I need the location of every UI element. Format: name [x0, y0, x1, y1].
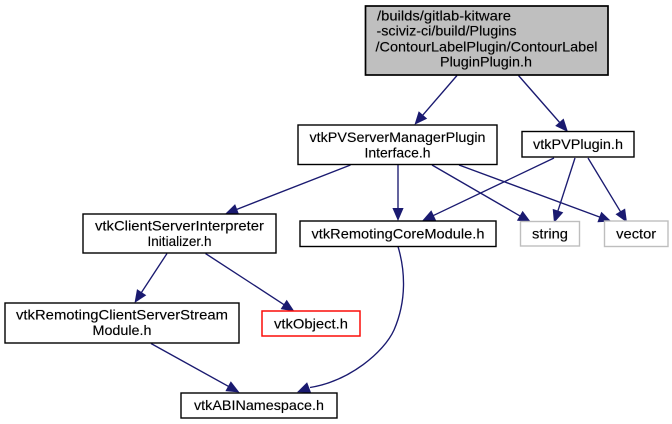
- svg-text:-sciviz-ci/build/Plugins: -sciviz-ci/build/Plugins: [377, 23, 517, 39]
- svg-text:/ContourLabelPlugin/ContourLab: /ContourLabelPlugin/ContourLabel: [376, 38, 598, 54]
- svg-text:vtkRemotingCoreModule.h: vtkRemotingCoreModule.h: [312, 226, 485, 242]
- svg-text:/builds/gitlab-kitware: /builds/gitlab-kitware: [377, 7, 511, 23]
- svg-text:string: string: [532, 226, 568, 242]
- svg-text:Interface.h: Interface.h: [365, 144, 431, 160]
- svg-text:vtkRemotingClientServerStream: vtkRemotingClientServerStream: [16, 306, 228, 322]
- svg-text:PluginPlugin.h: PluginPlugin.h: [440, 54, 532, 70]
- svg-text:vtkClientServerInterpreter: vtkClientServerInterpreter: [95, 217, 264, 233]
- svg-text:Initializer.h: Initializer.h: [148, 233, 212, 249]
- svg-text:vtkABINamespace.h: vtkABINamespace.h: [194, 397, 324, 413]
- svg-text:vector: vector: [616, 226, 656, 242]
- svg-text:vtkPVServerManagerPlugin: vtkPVServerManagerPlugin: [310, 129, 486, 145]
- svg-text:vtkObject.h: vtkObject.h: [274, 315, 348, 331]
- svg-text:vtkPVPlugin.h: vtkPVPlugin.h: [533, 136, 623, 152]
- svg-text:Module.h: Module.h: [93, 322, 152, 338]
